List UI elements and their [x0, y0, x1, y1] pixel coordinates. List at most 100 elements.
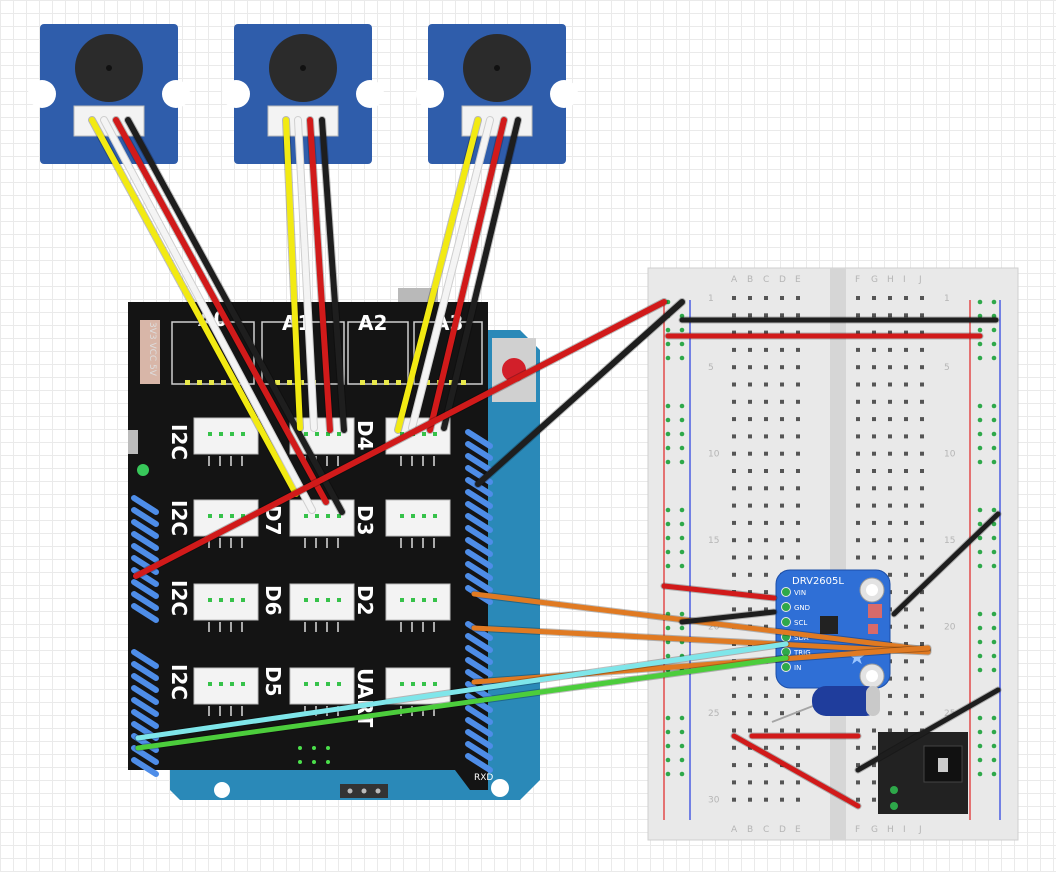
grove-port-housing [193, 417, 259, 455]
rail-hole [991, 729, 997, 735]
breadboard-hole [904, 330, 908, 335]
breadboard-hole [856, 296, 860, 300]
breadboard-hole [764, 763, 768, 768]
breadboard-hole [920, 296, 924, 300]
grove-port[interactable] [385, 583, 451, 632]
breadboard-hole [796, 538, 800, 543]
breadboard-hole [920, 313, 924, 318]
grove-port[interactable] [193, 583, 259, 632]
rail-hole [991, 757, 997, 763]
breadboard-hole [904, 676, 908, 681]
wire [283, 117, 303, 431]
breadboard-hole [888, 347, 892, 352]
header-pin [396, 380, 401, 385]
breadboard-hole [748, 693, 752, 698]
row-number: 20 [708, 623, 720, 633]
breadboard-hole [796, 382, 800, 387]
breadboard-hole [920, 347, 924, 352]
header-pin [461, 380, 466, 385]
grove-pin [230, 598, 234, 602]
breadboard-hole [796, 486, 800, 491]
rail-hole [665, 355, 671, 361]
breadboard-hole [780, 520, 784, 525]
breadboard-hole [856, 417, 860, 422]
column-letter: H [887, 825, 894, 835]
column-letter: D [779, 825, 786, 835]
grove-pin-label-mark [241, 538, 243, 548]
grove-pin [337, 514, 341, 518]
rail-hole [679, 771, 685, 777]
breadboard-hole [872, 780, 876, 785]
grove-port[interactable] [193, 417, 259, 466]
breadboard-hole [732, 607, 736, 612]
header-pin [221, 380, 226, 385]
grove-pin-label-mark [208, 706, 210, 716]
grove-pin [304, 598, 308, 602]
breadboard-hole [856, 313, 860, 318]
header-pin [465, 741, 493, 761]
grove-port[interactable] [289, 583, 355, 632]
breadboard-hole [920, 693, 924, 698]
rail-hole [679, 417, 685, 423]
breadboard-hole [872, 365, 876, 370]
breadboard-hole [748, 797, 752, 802]
breadboard-hole [888, 728, 892, 733]
motor-pad [868, 624, 878, 634]
driver-pin-label: IN [794, 664, 801, 672]
header-pin [375, 788, 381, 794]
rail-hole [991, 715, 997, 721]
breadboard-hole [904, 642, 908, 646]
capacitor-body [812, 686, 880, 716]
wire [395, 117, 481, 433]
grove-port[interactable] [289, 667, 355, 716]
grove-pin [304, 682, 308, 686]
breadboard-hole [732, 434, 736, 439]
breadboard-hole [732, 711, 736, 716]
breadboard-hole [764, 538, 768, 543]
grove-port[interactable] [193, 667, 259, 716]
grove-port[interactable] [385, 417, 451, 466]
breadboard-hole [780, 399, 784, 404]
rail-hole [991, 299, 997, 305]
rail-hole [679, 625, 685, 631]
breadboard-hole [872, 486, 876, 491]
breadboard-hole [920, 728, 924, 733]
header-pin [449, 380, 454, 385]
row-number: 25 [708, 709, 719, 719]
breadboard-hole [732, 503, 736, 508]
header-pin [131, 673, 159, 693]
green-led-grid [298, 746, 330, 764]
wire [135, 655, 789, 751]
breadboard-hole [764, 780, 768, 785]
header-pin [131, 495, 159, 515]
breadboard-hole [920, 607, 924, 612]
breadboard-hole [796, 693, 800, 698]
rail-hole [977, 507, 983, 513]
rail-hole [679, 313, 685, 319]
rail-hole [665, 729, 671, 735]
breadboard-hole [904, 382, 908, 387]
breadboard-hole [732, 572, 736, 577]
buzzer-center [106, 65, 112, 71]
rail-hole [665, 341, 671, 347]
breadboard-hole [872, 555, 876, 560]
header-pin [465, 525, 493, 545]
breadboard-hole [780, 451, 784, 456]
breadboard-hole [872, 469, 876, 473]
rail-hole [665, 403, 671, 409]
rail-hole [679, 611, 685, 617]
breadboard-hole [904, 417, 908, 422]
grove-port[interactable] [289, 499, 355, 548]
buzzer-mount-notch [222, 80, 250, 108]
breadboard-hole [856, 780, 860, 785]
grove-port[interactable] [385, 499, 451, 548]
breadboard-hole [796, 365, 800, 370]
label-d6: D6 [261, 585, 285, 616]
breadboard-hole [764, 676, 768, 681]
breadboard-hole [888, 572, 892, 577]
rail-hole [665, 563, 671, 569]
breadboard-hole [888, 503, 892, 508]
breadboard-hole [780, 417, 784, 422]
rail-hole [991, 625, 997, 631]
buzzer-connector[interactable] [267, 105, 339, 137]
